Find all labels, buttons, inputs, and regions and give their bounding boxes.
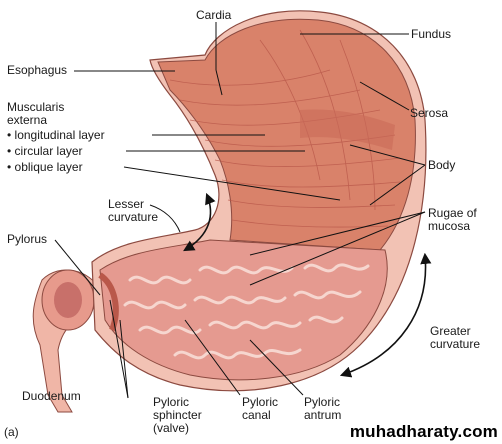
label-pyloric-sphincter-3: (valve) bbox=[153, 421, 190, 435]
label-pyloric-sphincter-2: sphincter bbox=[153, 408, 202, 422]
label-esophagus: Esophagus bbox=[7, 63, 68, 77]
label-body: Body bbox=[428, 158, 456, 172]
panel-label: (a) bbox=[4, 425, 19, 439]
label-lesser: Lesser bbox=[108, 197, 145, 211]
label-pyloric-sphincter-1: Pyloric bbox=[153, 395, 190, 409]
rugae-folds bbox=[123, 263, 370, 360]
label-pyloric-antrum-2: antrum bbox=[304, 408, 342, 422]
label-fundus: Fundus bbox=[411, 27, 452, 41]
label-muscularis-externa: externa bbox=[7, 113, 48, 127]
label-duodenum: Duodenum bbox=[22, 389, 81, 403]
label-greater: Greater bbox=[430, 324, 471, 338]
label-rugae-mucosa: mucosa bbox=[428, 219, 471, 233]
muscle-layer bbox=[157, 18, 416, 251]
label-rugae: Rugae of bbox=[428, 206, 477, 220]
watermark: muhadharaty.com bbox=[349, 422, 498, 441]
label-oblique-layer: • oblique layer bbox=[7, 160, 83, 174]
lesser-curvature-arrow bbox=[183, 192, 216, 252]
label-pyloric-canal-1: Pyloric bbox=[242, 395, 279, 409]
greater-curvature-arrow bbox=[339, 252, 432, 378]
label-pyloric-antrum-1: Pyloric bbox=[304, 395, 341, 409]
label-greater-curvature: curvature bbox=[430, 337, 481, 351]
label-longitudinal-layer: • longitudinal layer bbox=[7, 128, 105, 142]
label-muscularis: Muscularis bbox=[7, 100, 65, 114]
label-cardia: Cardia bbox=[196, 8, 232, 22]
label-serosa: Serosa bbox=[410, 106, 449, 120]
label-pyloric-canal-2: canal bbox=[242, 408, 271, 422]
label-lesser-curvature: curvature bbox=[108, 210, 159, 224]
label-pylorus: Pylorus bbox=[7, 232, 48, 246]
label-circular-layer: • circular layer bbox=[7, 144, 83, 158]
